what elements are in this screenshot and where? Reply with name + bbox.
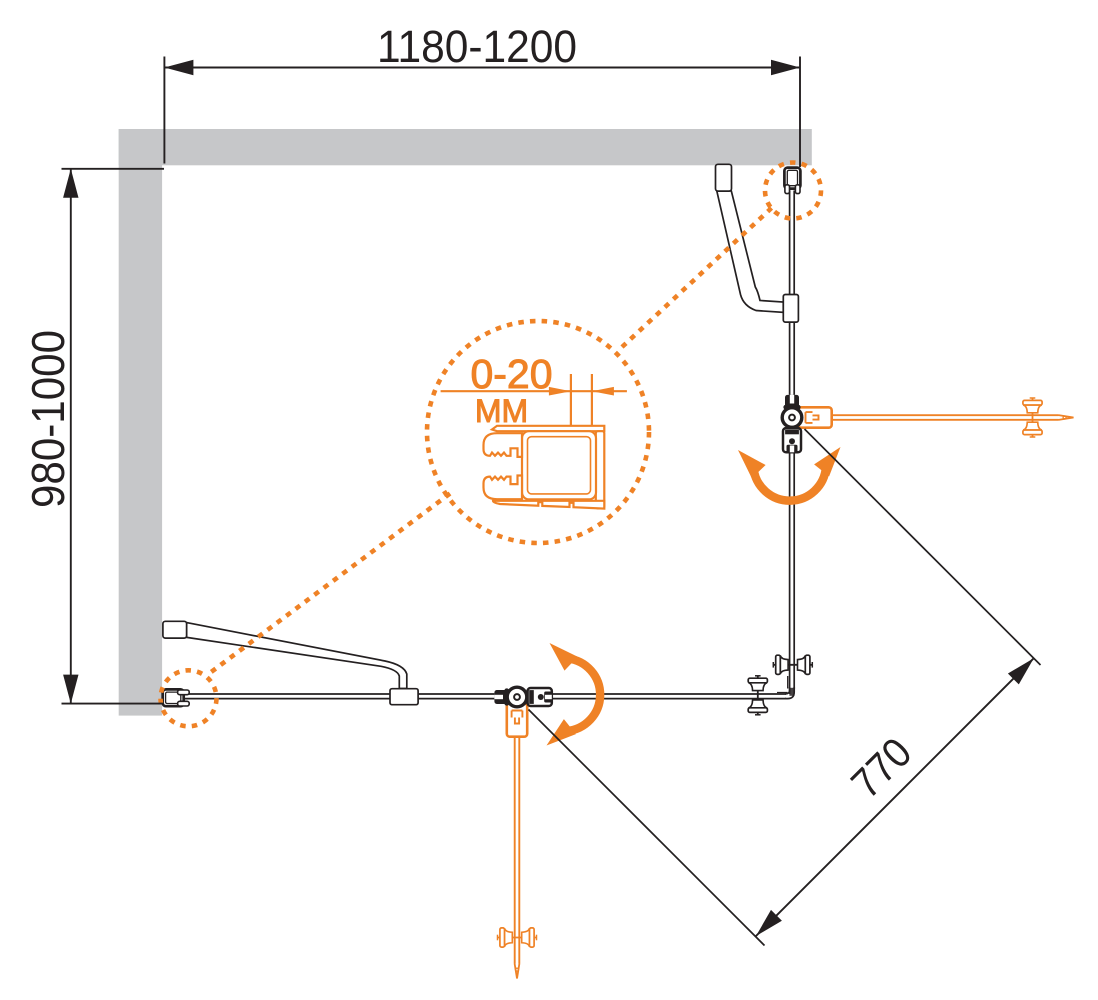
aluminium-profile xyxy=(482,424,606,510)
width-arrow-right xyxy=(771,59,800,76)
knob-right-door xyxy=(772,654,814,676)
door-bottom-closed xyxy=(551,693,786,700)
door-width-dimension: 770 xyxy=(755,657,1035,937)
detail-circle xyxy=(424,318,652,546)
height-label: 980-1000 xyxy=(22,330,74,508)
width-label: 1180-1200 xyxy=(377,21,577,72)
adjust-arrow-left xyxy=(548,386,571,396)
hinge-assembly-right xyxy=(738,395,1074,665)
width-dimension: 1180-1200 xyxy=(163,21,801,167)
callout-circle-top-profile xyxy=(762,160,824,221)
profile-cross-section: 0-20 MM xyxy=(440,351,627,510)
walls xyxy=(118,129,812,716)
support-bar-top xyxy=(714,163,800,323)
wall-profile-top xyxy=(783,166,802,195)
door-width-label: 770 xyxy=(842,729,920,807)
door-dim-line xyxy=(755,657,1035,937)
support-bar-bottom xyxy=(162,620,419,706)
fixed-panel-bottom xyxy=(183,693,495,700)
corner-joint xyxy=(777,676,796,700)
height-dimension: 980-1000 xyxy=(22,167,164,705)
door-right-closed xyxy=(788,452,796,694)
top-wall xyxy=(118,129,812,166)
width-arrow-left xyxy=(164,59,194,76)
detail-callout xyxy=(158,160,824,729)
left-wall xyxy=(118,129,163,716)
height-arrow-bottom xyxy=(63,674,79,704)
knob-bottom-door xyxy=(747,674,769,716)
detail-range-label: 0-20 xyxy=(470,351,552,397)
door-arrow-top xyxy=(1007,658,1034,685)
callout-leader-bottom xyxy=(207,491,452,676)
door-arrow-bottom xyxy=(756,909,782,936)
wall-profile-bottom-left xyxy=(161,688,191,708)
callout-circle-bottom-profile xyxy=(158,667,219,729)
detail-unit-label: MM xyxy=(475,393,528,429)
height-arrow-top xyxy=(63,168,79,198)
glass-panels xyxy=(183,190,814,716)
adjust-arrow-right xyxy=(591,386,614,396)
fixed-panel-right xyxy=(788,190,796,395)
